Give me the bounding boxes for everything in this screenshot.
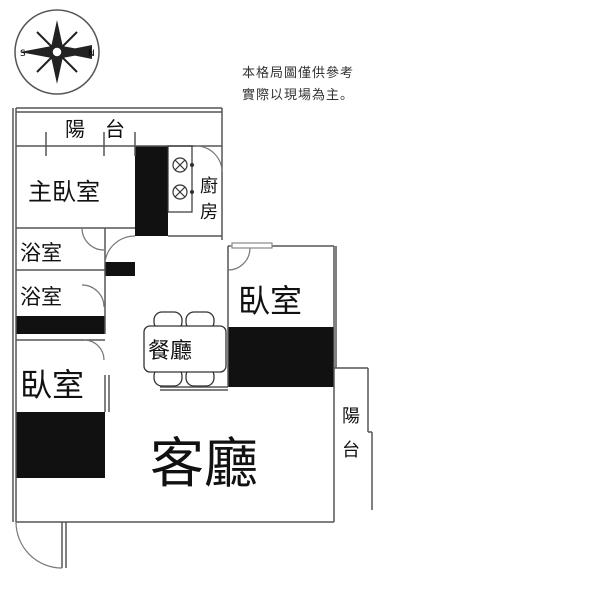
- master-bedroom-label: 主臥室: [28, 178, 100, 206]
- living-room-label: 客廳: [150, 432, 258, 495]
- walls: [12, 107, 373, 568]
- dining-label: 餐廳: [148, 339, 192, 364]
- wall-blocks: [16, 146, 334, 478]
- balcony-right-label-1: 陽: [342, 406, 360, 427]
- gas-stove-icon: [167, 145, 195, 213]
- door-swings: [15, 145, 273, 569]
- bathroom-1-label: 浴室: [20, 241, 62, 265]
- compass-rose-icon: N S: [14, 9, 100, 95]
- compass-north-label: N: [88, 49, 95, 59]
- compass-south-label: S: [20, 49, 26, 59]
- disclaimer-line-2: 實際以現場為主。: [242, 88, 355, 103]
- balcony-top-label: 陽 台: [65, 117, 125, 141]
- disclaimer-line-1: 本格局圖僅供參考: [242, 66, 355, 81]
- dining-table-icon: [143, 311, 227, 387]
- bedroom-left-label: 臥室: [20, 366, 84, 404]
- kitchen-label-2: 房: [200, 202, 218, 223]
- balcony-right-label-2: 台: [342, 440, 360, 461]
- bedroom-right-label: 臥室: [238, 282, 302, 320]
- kitchen-label-1: 廚: [200, 175, 218, 197]
- bathroom-2-label: 浴室: [20, 285, 62, 309]
